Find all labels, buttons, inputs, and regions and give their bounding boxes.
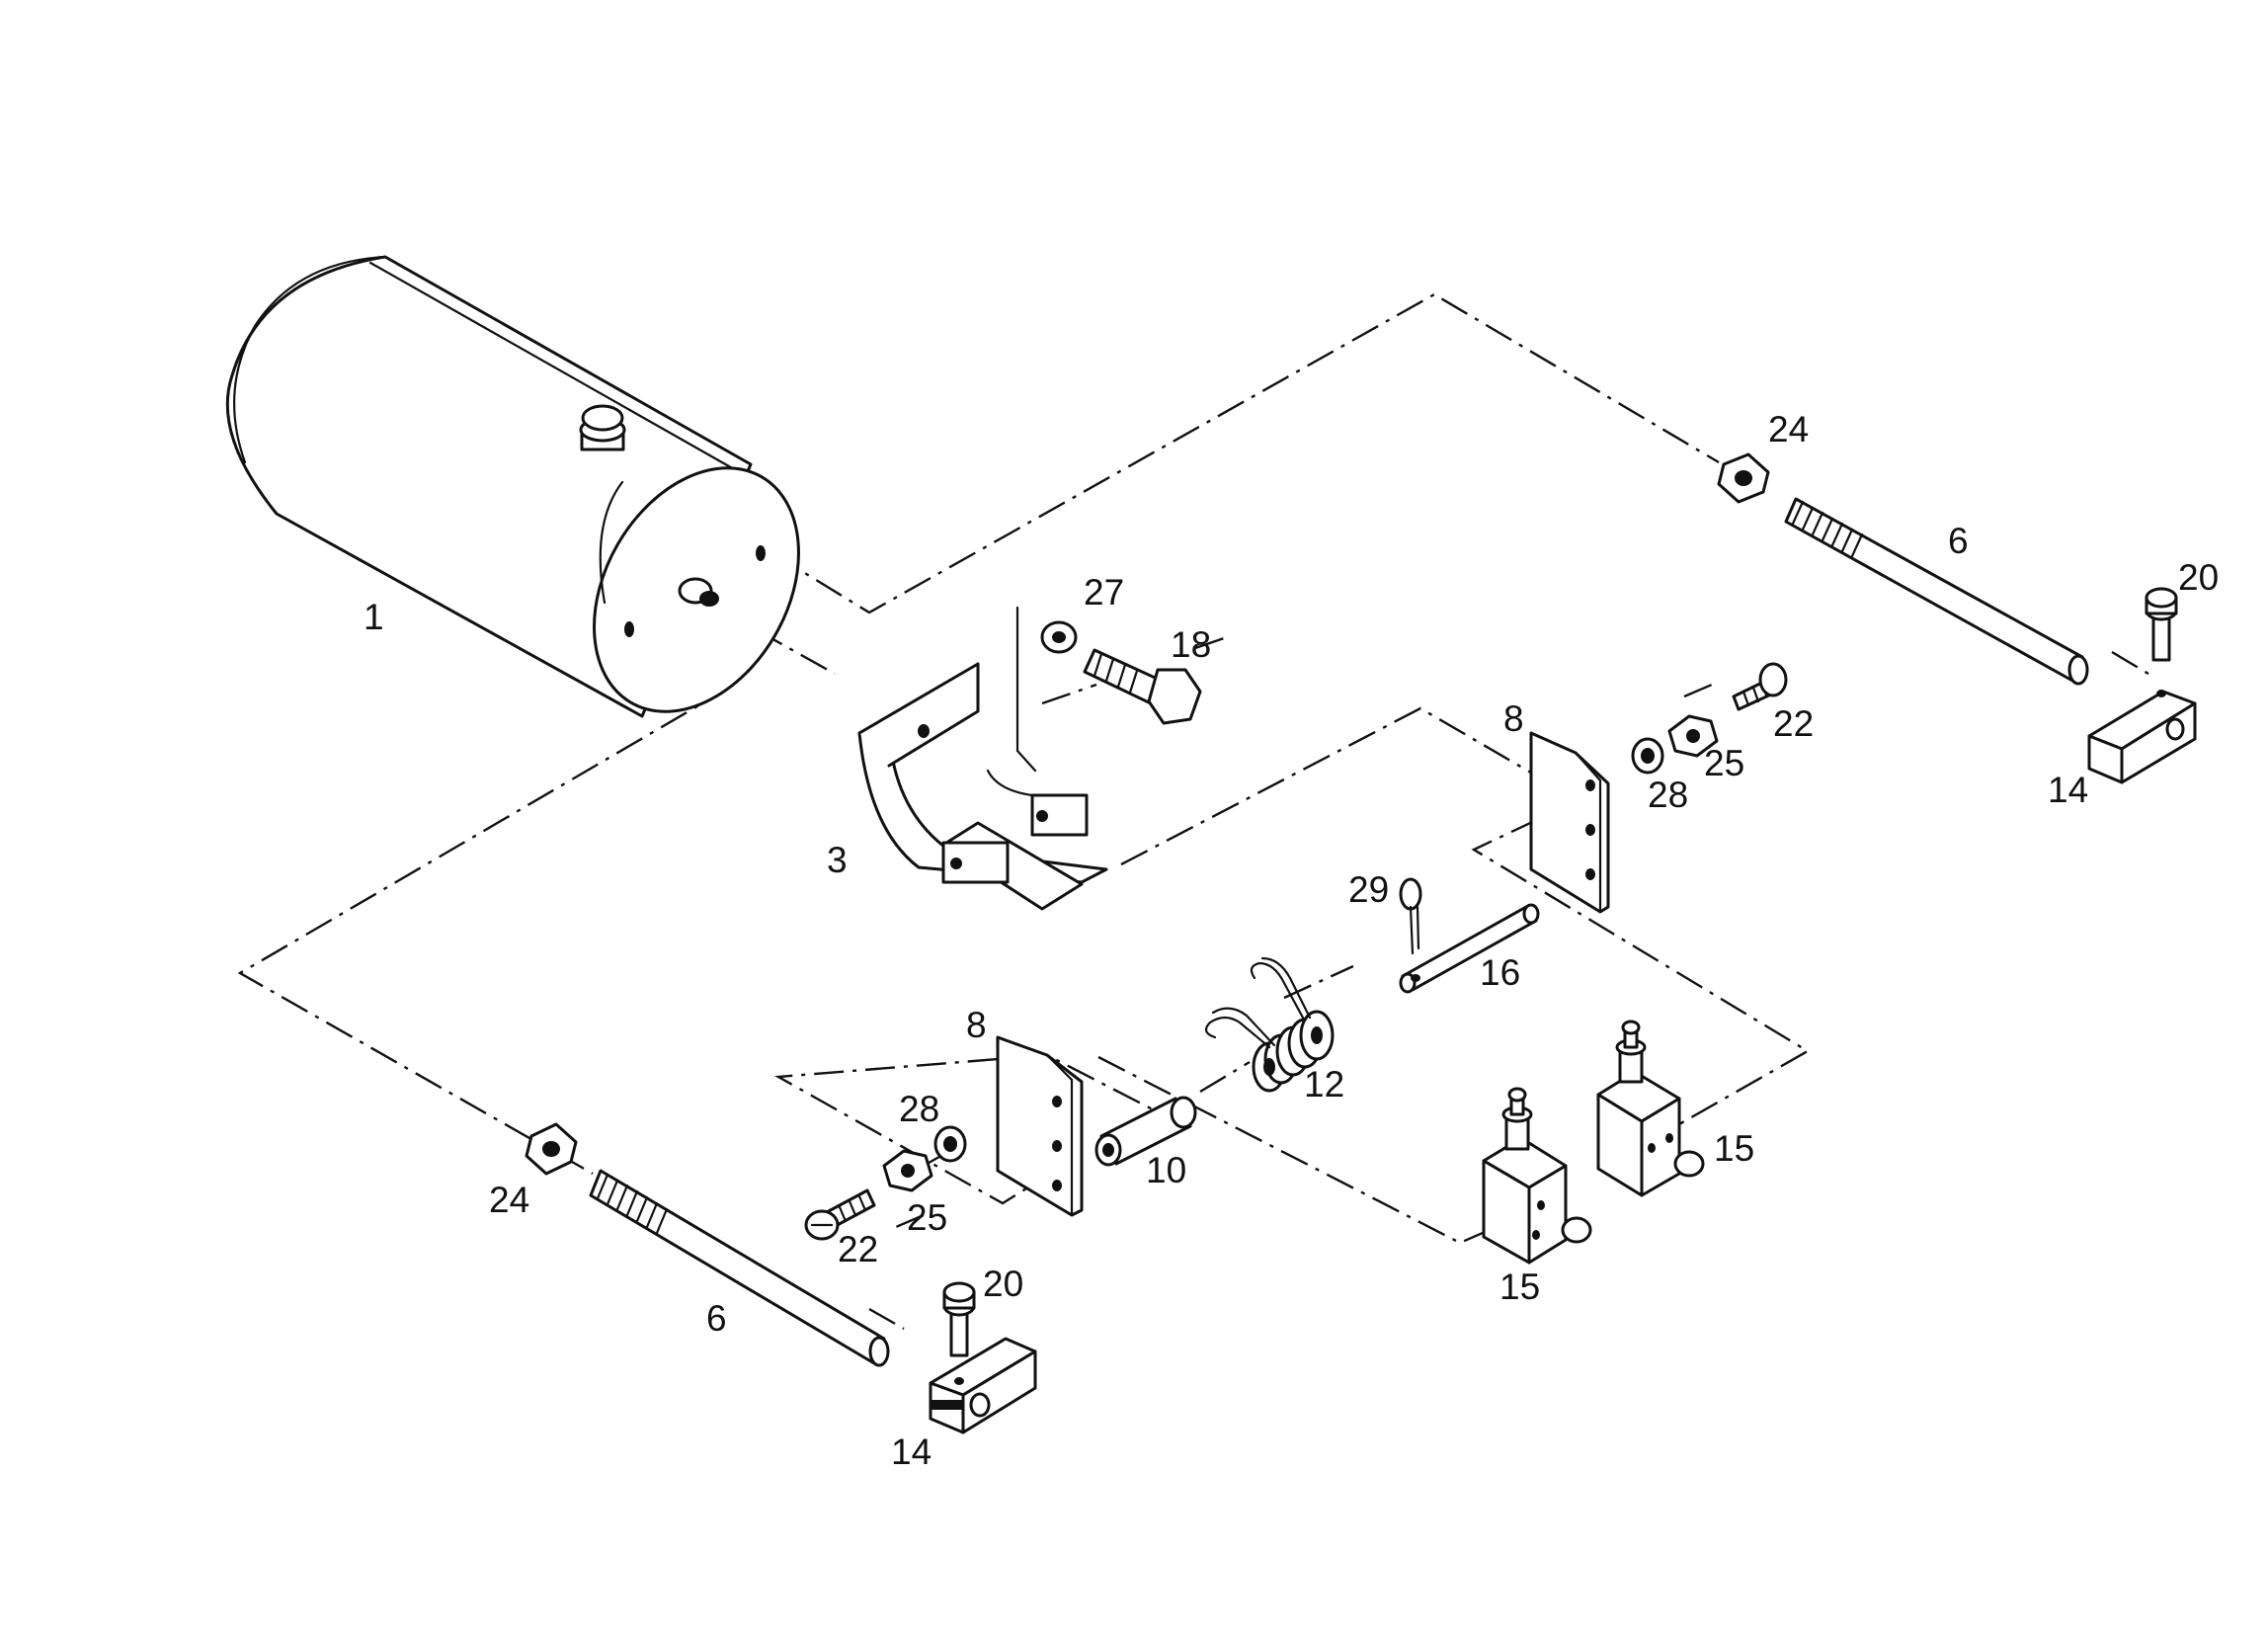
label-22-lower: 22 [838,1229,878,1269]
limit-switch-part-15-left [1482,1087,1592,1265]
roller-part-10 [1094,1096,1197,1167]
label-25-lower: 25 [907,1197,947,1238]
label-25-upper: 25 [1704,743,1744,783]
label-28-upper: 28 [1648,775,1688,815]
label-1: 1 [364,597,384,637]
mounting-plate-part-8-lower [996,1035,1084,1217]
limit-switch-part-15-right [1596,1020,1705,1197]
socket-screw-part-20-upper [2145,587,2178,662]
label-8-upper: 8 [1503,698,1524,739]
label-14-lower: 14 [891,1432,932,1472]
threaded-rod-part-6-lower [589,1169,890,1367]
label-12: 12 [1304,1064,1344,1104]
socket-screw-part-20-lower [942,1281,976,1357]
drain-plug [579,404,626,451]
part-labels: 1 3 6 6 8 8 10 12 14 14 15 15 16 18 20 2… [364,409,2219,1472]
bracket-part-3 [857,606,1108,911]
washer-part-28-lower [933,1125,967,1163]
label-22-upper: 22 [1773,703,1814,744]
label-15-right: 15 [1714,1128,1754,1169]
label-24-lower: 24 [489,1180,529,1220]
clamp-block-part-14-upper [2087,690,2197,784]
label-16: 16 [1480,952,1520,993]
label-10: 10 [1146,1150,1186,1190]
hex-nut-part-24-lower [525,1122,578,1176]
hex-bolt-part-18 [1083,648,1202,725]
hex-nut-part-24-upper [1717,452,1770,504]
washer-part-27 [1040,620,1078,654]
washer-part-28-upper [1631,737,1664,775]
label-18: 18 [1171,624,1211,665]
mounting-plate-part-8-upper [1529,731,1610,914]
clamp-block-part-14-lower [929,1337,1037,1434]
screw-part-22-upper [1732,662,1788,711]
label-8-lower: 8 [966,1005,987,1045]
label-20-upper: 20 [2178,557,2219,598]
pin-part-16 [1399,903,1540,994]
label-20-lower: 20 [983,1264,1023,1304]
label-3: 3 [827,840,848,880]
screw-part-22-lower [804,1188,876,1241]
label-28-lower: 28 [899,1089,939,1129]
label-29: 29 [1348,869,1389,910]
label-14-upper: 14 [2048,770,2088,810]
hex-nut-part-25-upper [1667,714,1719,758]
label-15-left: 15 [1499,1267,1540,1307]
label-27: 27 [1084,572,1124,613]
label-6-lower: 6 [706,1298,727,1339]
tank-cylinder-part-1 [225,255,800,718]
cotter-pin-part-29 [1399,877,1422,955]
torsion-spring-part-12 [1204,956,1335,1093]
threaded-rod-part-6-upper [1784,497,2089,686]
hex-nut-part-25-lower [882,1149,933,1192]
label-24-upper: 24 [1768,409,1809,450]
label-6-upper: 6 [1948,521,1969,561]
